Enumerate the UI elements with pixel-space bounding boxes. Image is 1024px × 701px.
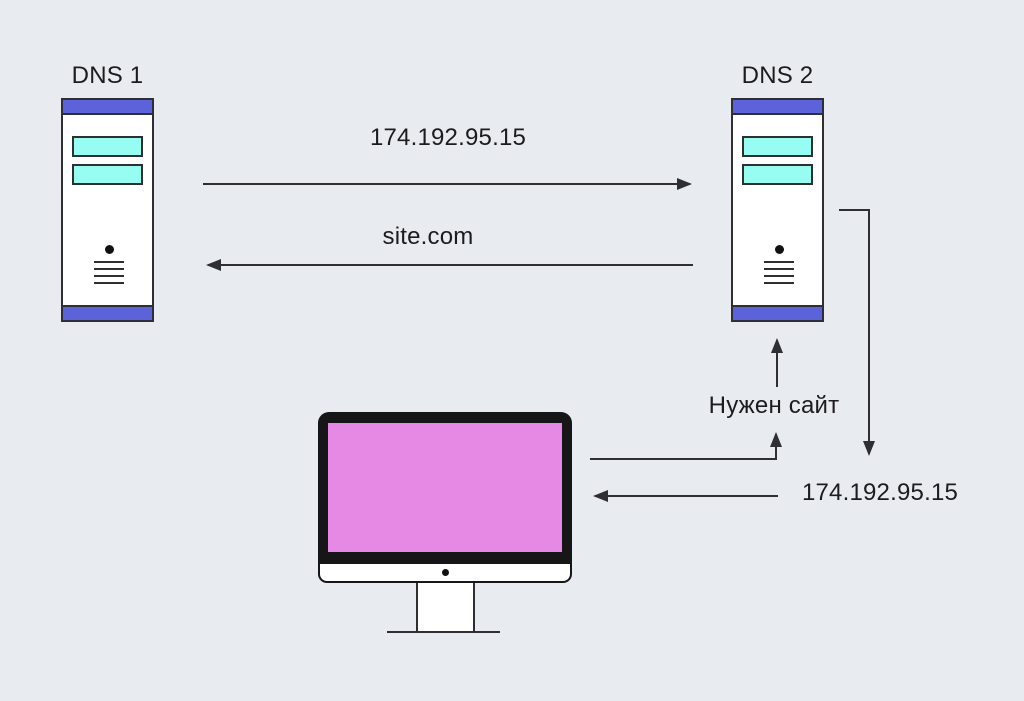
server-drive-slot [742, 164, 813, 185]
camera-dot-icon [442, 569, 449, 576]
monitor-chin [320, 564, 570, 581]
server-bottom-stripe [733, 305, 822, 320]
monitor-stand [416, 583, 475, 632]
server-top-stripe [733, 100, 822, 115]
dns2-label: DNS 2 [741, 62, 814, 89]
server-top-stripe [63, 100, 152, 115]
dns1-label: DNS 1 [71, 62, 144, 89]
edge-label-ip-top: 174.192.95.15 [369, 124, 527, 151]
edge-label-ip-bottom: 174.192.95.15 [801, 479, 959, 506]
server-drive-slot [72, 136, 143, 157]
server-power-dot [105, 245, 114, 254]
monitor-screen [328, 423, 562, 552]
server-vent-lines [764, 261, 794, 289]
server-drive-slot [72, 164, 143, 185]
edge-label-site: site.com [382, 223, 474, 250]
monitor-bezel [318, 412, 572, 583]
server-vent-lines [94, 261, 124, 289]
server-bottom-stripe [63, 305, 152, 320]
server-power-dot [775, 245, 784, 254]
arrow-client-to-request-elbow [590, 432, 782, 460]
dns2-server-icon [731, 98, 824, 322]
dns1-server-icon [61, 98, 154, 322]
server-drive-slot [742, 136, 813, 157]
monitor-base [387, 631, 500, 633]
edge-label-need-site: Нужен сайт [708, 392, 840, 419]
arrow-dns2-down-elbow [839, 209, 875, 456]
